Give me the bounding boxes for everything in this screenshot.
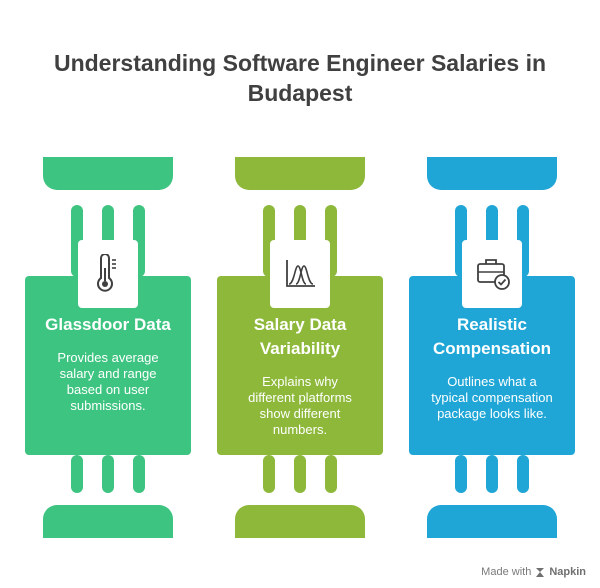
connector-bar bbox=[486, 455, 498, 493]
napkin-brand: Napkin bbox=[549, 566, 586, 578]
top-cap bbox=[235, 157, 365, 190]
connector-bar bbox=[294, 455, 306, 493]
connector-bar bbox=[455, 455, 467, 493]
connector-bar bbox=[263, 455, 275, 493]
made-with-label: Made with bbox=[481, 566, 532, 578]
column-title: Salary Data Variability bbox=[253, 315, 347, 358]
bottom-cap bbox=[427, 505, 557, 538]
icon-box bbox=[270, 240, 330, 308]
connector-bar bbox=[133, 455, 145, 493]
column-title: Glassdoor Data bbox=[45, 315, 171, 334]
column-description: Provides average salary and range based … bbox=[57, 350, 159, 413]
column-description: Explains why different platforms show di… bbox=[248, 374, 352, 437]
connector-bar bbox=[517, 455, 529, 493]
briefcase-badge-icon bbox=[477, 259, 510, 290]
bottom-cap bbox=[43, 505, 173, 538]
connector-bar bbox=[325, 455, 337, 493]
napkin-logo-icon bbox=[536, 567, 545, 577]
page-title: Understanding Software Engineer Salaries… bbox=[53, 50, 547, 106]
top-cap bbox=[427, 157, 557, 190]
column-description: Outlines what a typical compensation pac… bbox=[431, 374, 553, 421]
connector-bar bbox=[102, 455, 114, 493]
thermometer-icon bbox=[97, 254, 116, 292]
icon-box bbox=[462, 240, 522, 308]
column-variability: Salary Data Variability Explains why dif… bbox=[217, 0, 383, 588]
connector-bar bbox=[71, 455, 83, 493]
column-compensation: Realistic Compensation Outlines what a t… bbox=[409, 0, 575, 588]
column-glassdoor: Glassdoor Data Provides average salary a… bbox=[25, 0, 191, 588]
bottom-cap bbox=[235, 505, 365, 538]
icon-box bbox=[78, 240, 138, 308]
distribution-chart-icon bbox=[286, 260, 315, 287]
top-cap bbox=[43, 157, 173, 190]
column-title: Realistic Compensation bbox=[432, 315, 552, 358]
footer-attribution: Made with Napkin bbox=[481, 566, 586, 578]
